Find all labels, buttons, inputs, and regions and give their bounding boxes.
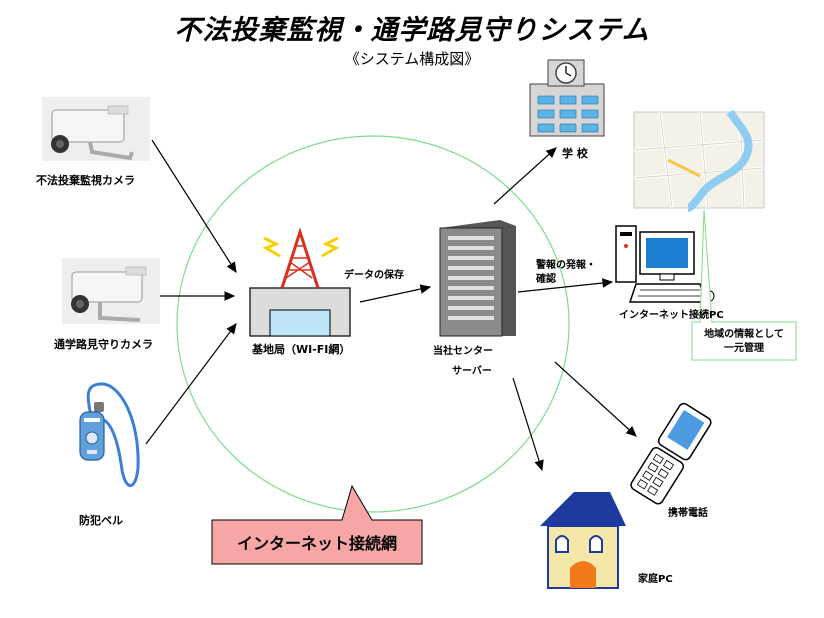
crime-bell-icon	[79, 382, 140, 487]
school-label: 学 校	[562, 147, 588, 160]
arrow-server-to-school	[493, 147, 557, 205]
arrow-server-to-pc	[517, 278, 614, 293]
network-ring	[176, 135, 570, 513]
desktop-pc-icon	[615, 225, 715, 303]
server-icon	[439, 220, 516, 337]
school-icon	[529, 59, 605, 137]
illegal-dump-camera-label: 不法投棄監視カメラ	[36, 174, 135, 187]
alarm-label-line2: 確認	[536, 274, 556, 285]
server-label-line1: 当社センター	[433, 346, 493, 357]
map-icon	[633, 109, 765, 212]
arrow-server-to-home	[512, 377, 544, 472]
internet-pc-label: インターネット接続PC	[619, 310, 724, 321]
arrow-bell-to-base	[145, 323, 237, 445]
map-callout-line2: 一元管理	[724, 343, 764, 354]
house-icon	[540, 492, 626, 589]
illegal-dump-camera-icon	[42, 97, 150, 161]
arrow-camera1-to-base	[151, 139, 237, 274]
school-route-camera-icon	[62, 258, 160, 324]
arrow-server-to-phone	[554, 361, 637, 437]
mobile-phone-label: 携帯電話	[668, 508, 708, 519]
mobile-phone-icon	[630, 402, 712, 505]
base-station-icon	[249, 227, 351, 337]
server-label-line2: サーバー	[452, 366, 492, 377]
page-title: 不法投棄監視・通学路見守りシステム	[174, 15, 650, 46]
internet-callout-shape	[211, 484, 423, 565]
internet-network-callout: インターネット接続網	[236, 534, 397, 553]
page-subtitle: 《システム構成図》	[344, 50, 480, 68]
base-station-label: 基地局（WI-FI網）	[252, 343, 351, 356]
home-pc-label: 家庭PC	[638, 574, 673, 585]
alarm-label-line1: 警報の発報・	[536, 260, 596, 271]
school-route-camera-label: 通学路見守りカメラ	[54, 338, 153, 351]
arrow-base-to-server	[359, 284, 432, 303]
map-callout-shape	[691, 209, 797, 361]
map-callout-text: 地域の情報として 一元管理	[692, 328, 796, 356]
crime-bell-label: 防犯ベル	[79, 514, 123, 527]
map-callout-line1: 地域の情報として	[704, 329, 784, 340]
data-save-label: データの保存	[344, 270, 404, 281]
